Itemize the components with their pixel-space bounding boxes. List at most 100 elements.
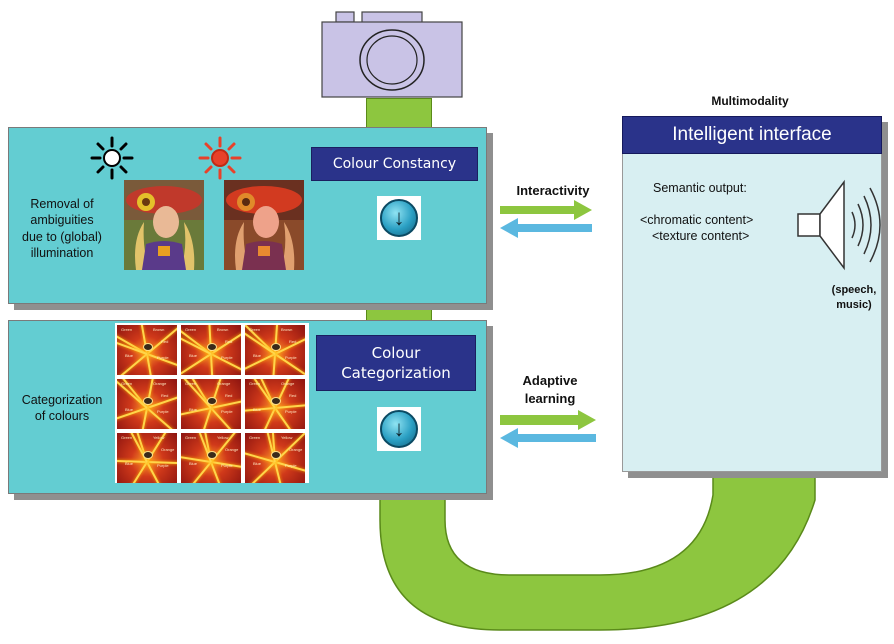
speech-music-caption-line2: music) <box>836 298 872 311</box>
category-label: Blue <box>189 461 198 466</box>
categorization-side-label-line1: Categorization <box>21 393 103 407</box>
intelligent-interface-panel <box>622 116 882 472</box>
category-label: Green <box>121 381 133 386</box>
category-label: Purple <box>221 409 233 414</box>
category-label: Red <box>161 393 169 398</box>
colour-categorization-title-line1: Colour <box>371 343 421 362</box>
category-label: Blue <box>125 353 134 358</box>
category-center <box>143 397 153 405</box>
sun-icon <box>90 136 134 180</box>
category-center <box>207 397 217 405</box>
category-label: Orange <box>225 447 239 452</box>
down-arrow-icon: ↓ <box>380 410 418 448</box>
right-arrow-icon <box>500 410 596 430</box>
category-label: Blue <box>125 461 134 466</box>
category-label: Blue <box>253 353 262 358</box>
category-label: Blue <box>189 407 198 412</box>
adaptive-learning-line1: Adaptive <box>522 373 578 388</box>
category-label: Purple <box>285 355 297 360</box>
category-label: Purple <box>157 355 169 360</box>
left-arrow-icon <box>500 428 596 448</box>
category-label: Orange <box>217 381 231 386</box>
intelligent-interface-header: Intelligent interface <box>622 116 882 154</box>
category-label: Brown <box>281 327 293 332</box>
camera-icon <box>321 11 463 98</box>
category-label: Orange <box>289 447 303 452</box>
category-label: Orange <box>153 381 167 386</box>
category-label: Red <box>225 393 233 398</box>
categorization-down-button[interactable]: ↓ <box>377 407 421 451</box>
intelligent-interface-title: Intelligent interface <box>672 124 832 145</box>
constancy-side-label-line4: illumination <box>30 245 94 260</box>
category-label: Red <box>289 393 297 398</box>
category-label: Blue <box>189 353 198 358</box>
category-label: Green <box>185 381 197 386</box>
texture-content-text: <texture content> <box>652 229 750 243</box>
constancy-side-label-line2: ambiguities <box>30 213 94 228</box>
category-label: Brown <box>153 327 165 332</box>
right-arrow-icon <box>500 200 592 220</box>
constancy-side-label: Removal of ambiguities due to (global) i… <box>14 196 110 261</box>
interactivity-label: Interactivity <box>516 183 590 198</box>
category-label: Red <box>161 339 169 344</box>
constancy-side-label-line3: due to (global) <box>22 229 102 244</box>
multimodality-label: Multimodality <box>711 94 789 108</box>
portrait-photo-red-illuminant <box>224 180 304 270</box>
adaptive-learning-line2: learning <box>524 390 576 406</box>
category-label: Yellow <box>281 435 293 440</box>
sun-icon <box>198 136 242 180</box>
category-label: Yellow <box>153 435 165 440</box>
categorization-side-label-line2: of colours <box>34 409 90 424</box>
colour-categorization-title: Colour Categorization <box>316 335 476 391</box>
colour-constancy-title: Colour Constancy <box>311 147 478 181</box>
category-label: Purple <box>221 463 233 468</box>
category-label: Green <box>185 327 197 332</box>
category-label: Blue <box>253 407 262 412</box>
category-label: Green <box>249 435 261 440</box>
constancy-side-label-line1: Removal of <box>30 197 94 211</box>
category-label: Green <box>185 435 197 440</box>
category-center <box>207 343 217 351</box>
category-label: Green <box>121 435 133 440</box>
colour-constancy-title-text: Colour Constancy <box>332 155 457 172</box>
category-label: Red <box>289 339 297 344</box>
category-center <box>271 397 281 405</box>
category-label: Purple <box>157 409 169 414</box>
category-label: Blue <box>253 461 262 466</box>
down-arrow-icon: ↓ <box>380 199 418 237</box>
category-label: Green <box>249 381 261 386</box>
category-label: Purple <box>221 355 233 360</box>
speaker-icon <box>797 179 881 271</box>
colour-categorization-title-line2: Categorization <box>341 364 451 382</box>
chromatic-content-text: <chromatic content> <box>640 213 754 227</box>
category-center <box>271 343 281 351</box>
categorization-side-label: Categorization of colours <box>10 392 114 425</box>
constancy-down-button[interactable]: ↓ <box>377 196 421 240</box>
semantic-output-label: Semantic output: <box>653 181 747 195</box>
category-label: Blue <box>125 407 134 412</box>
interactivity-arrows <box>500 200 592 238</box>
category-center <box>207 451 217 459</box>
category-label: Purple <box>285 409 297 414</box>
category-center <box>271 451 281 459</box>
category-label: Orange <box>281 381 295 386</box>
category-label: Red <box>225 339 233 344</box>
category-label: Purple <box>157 463 169 468</box>
category-label: Yellow <box>217 435 229 440</box>
speech-music-caption: (speech, music) <box>822 283 886 313</box>
category-label: Purple <box>285 463 297 468</box>
adaptive-learning-arrows <box>500 410 596 448</box>
portrait-photo-original <box>124 180 204 270</box>
adaptive-learning-label: Adaptive learning <box>500 372 600 407</box>
